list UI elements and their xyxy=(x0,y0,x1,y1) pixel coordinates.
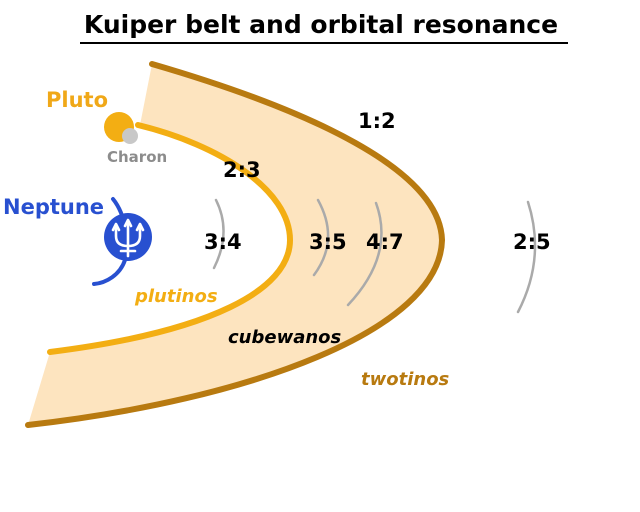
plutinos-label: plutinos xyxy=(134,286,218,307)
resonance-arc-4-7 xyxy=(346,201,383,307)
resonance-label-2-5: 2:5 xyxy=(513,230,551,254)
resonance-arc-2-5 xyxy=(516,200,537,314)
diagram-title: Kuiper belt and orbital resonance xyxy=(84,10,558,39)
charon-body xyxy=(122,128,138,144)
resonance-arc-3-4 xyxy=(212,198,225,270)
pluto-label: Pluto xyxy=(46,88,108,112)
charon-label: Charon xyxy=(107,148,167,166)
resonance-arc-3-5 xyxy=(312,198,330,277)
resonance-label-4-7: 4:7 xyxy=(366,230,404,254)
neptune-label: Neptune xyxy=(3,195,104,219)
resonance-label-3-4: 3:4 xyxy=(204,230,242,254)
cubewanos-label: cubewanos xyxy=(228,327,342,348)
plutino-orbit xyxy=(47,122,294,355)
resonance-label-1-2: 1:2 xyxy=(358,109,396,133)
twotinos-label: twotinos xyxy=(361,369,450,390)
kuiper-belt-band xyxy=(28,64,442,425)
trident-icon xyxy=(104,213,152,261)
twotino-orbit xyxy=(25,61,446,428)
resonance-label-3-5: 3:5 xyxy=(309,230,347,254)
resonance-label-2-3: 2:3 xyxy=(223,158,261,182)
